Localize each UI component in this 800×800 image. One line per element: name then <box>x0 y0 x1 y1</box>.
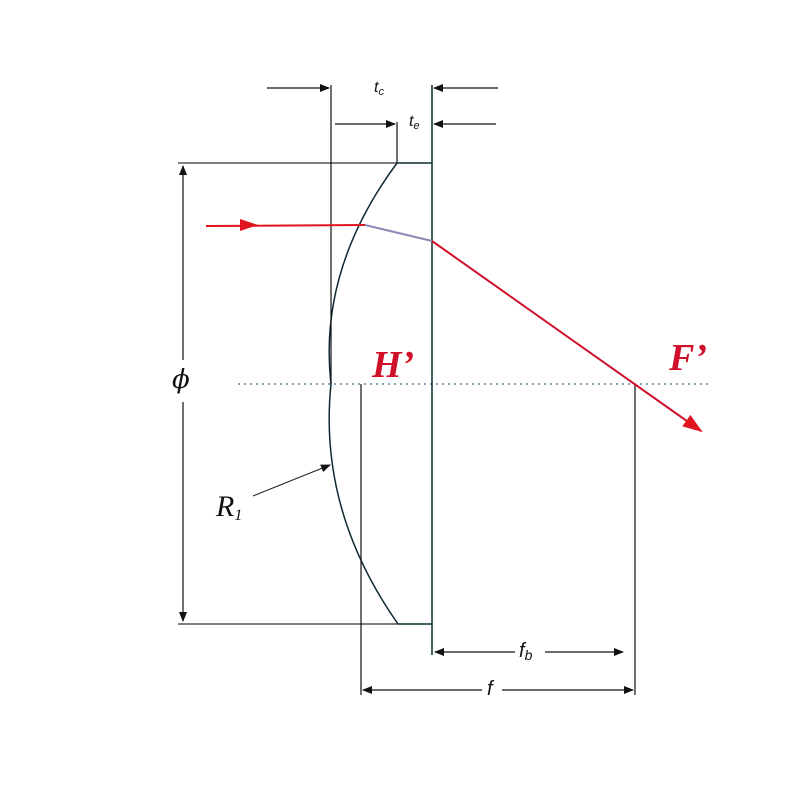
label-f: f <box>484 679 496 699</box>
refracted-ray <box>431 240 703 433</box>
tc-main: t <box>374 79 379 96</box>
label-te: te <box>409 114 420 132</box>
tc-sub: c <box>378 86 384 98</box>
label-tc: tc <box>374 80 384 98</box>
fb-main: f <box>519 640 525 662</box>
label-fb: fb <box>516 640 536 663</box>
ray-inside-lens <box>364 224 433 242</box>
te-main: t <box>409 113 414 130</box>
r1-sub: 1 <box>234 507 243 524</box>
label-f-prime: F’ <box>669 337 707 379</box>
lens-curved-surface <box>328 162 399 625</box>
fb-sub: b <box>524 647 533 663</box>
light-ray <box>205 219 703 433</box>
te-sub: e <box>413 120 420 132</box>
diameter-extension-lines <box>178 162 398 625</box>
incoming-ray-arrow-icon <box>240 219 258 231</box>
r1-leader-arrow <box>252 464 331 497</box>
label-h-prime: H’ <box>372 344 415 386</box>
incoming-ray <box>205 224 366 227</box>
reference-lines <box>330 85 636 695</box>
label-r1: R1 <box>216 492 242 524</box>
r1-main: R <box>216 490 235 523</box>
lens-body <box>328 85 433 655</box>
label-phi: ϕ <box>172 365 190 395</box>
